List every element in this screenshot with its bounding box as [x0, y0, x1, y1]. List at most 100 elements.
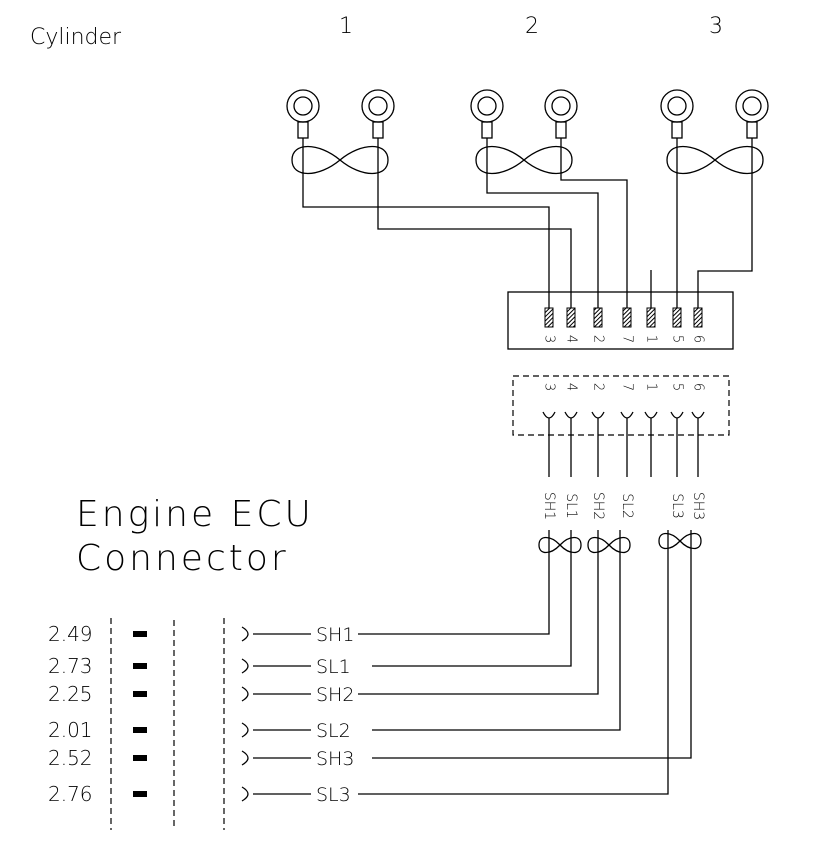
ecu-wire	[358, 560, 599, 695]
twisted-pair-icon	[587, 536, 631, 554]
mating-pin-number: 3	[542, 383, 557, 391]
ecu-pin-row: 2.73 SL1	[48, 560, 572, 678]
harness-signal-label: SH1	[541, 492, 557, 520]
ecu-socket-icon	[241, 786, 249, 802]
sensor-outer-ring-icon	[470, 89, 504, 123]
socket-icon	[591, 411, 605, 419]
ecu-terminal-icon	[133, 755, 147, 761]
mating-pin-number: 4	[564, 383, 579, 391]
connector-pin-number: 4	[564, 335, 579, 343]
twisted-pair-icon	[538, 536, 582, 554]
twisted-pair-icon	[291, 146, 389, 174]
ecu-terminal-icon	[133, 631, 147, 637]
ecu-wire	[358, 560, 669, 795]
cylinder-number-3: 3	[709, 14, 723, 39]
mating-pin-number: 5	[670, 383, 685, 391]
knock-sensor-1	[286, 89, 320, 139]
sensor-terminal-icon	[746, 121, 758, 139]
socket-icon	[542, 411, 556, 419]
ecu-socket-icon	[241, 626, 249, 642]
sensor-group	[286, 89, 769, 174]
wire	[560, 138, 628, 308]
sensor-terminal-icon	[372, 121, 384, 139]
ecu-terminal-icon	[133, 663, 147, 669]
ecu-terminal-icon	[133, 727, 147, 733]
ecu-pin-number: 2.76	[48, 782, 93, 806]
ecu-socket-icon	[241, 658, 249, 674]
socket-icon	[620, 411, 634, 419]
sensor-terminal-icon	[671, 121, 683, 139]
connector-pin	[672, 307, 682, 328]
socket-icon	[564, 411, 578, 419]
ecu-socket-icon	[241, 686, 249, 702]
mating-pin-number: 6	[691, 383, 706, 391]
ecu-pin-row: 2.49 SH1	[48, 560, 550, 646]
harness-signal-label: SH3	[690, 492, 706, 520]
harness-signal-label: SL1	[563, 493, 579, 519]
mating-pin-number: 2	[591, 383, 606, 391]
connector-pin	[593, 307, 603, 328]
harness-signal-label: SH2	[590, 492, 606, 520]
sensor-outer-ring-icon	[660, 89, 694, 123]
knock-sensor-4	[544, 89, 578, 139]
knock-sensor-3	[470, 89, 504, 139]
sensor-inner-ring-icon	[477, 96, 497, 116]
twisted-pair-icon	[475, 146, 573, 174]
wire-group	[302, 138, 753, 308]
connector-pin-number: 6	[691, 335, 706, 343]
mating-pin-number: 7	[620, 383, 635, 391]
connector-pin-number: 2	[591, 335, 606, 343]
ecu-title-line2: Connector	[76, 538, 289, 579]
ecu-socket-icon	[241, 722, 249, 738]
ecu-pin-row: 2.76 SL3	[48, 560, 669, 806]
knock-sensor-6	[735, 89, 769, 139]
twisted-pair-icon	[658, 532, 702, 550]
harness-signal-label: SL3	[669, 493, 685, 519]
sensor-outer-ring-icon	[735, 89, 769, 123]
ecu-pin-number: 2.52	[48, 746, 93, 770]
connector-pin-number: 7	[620, 335, 635, 343]
ecu-signal-label: SH1	[316, 624, 354, 646]
ecu-pin-number: 2.73	[48, 654, 93, 678]
ecu-pin-number: 2.01	[48, 718, 93, 742]
ecu-title-line1: Engine ECU	[76, 494, 314, 535]
knock-sensor-2	[361, 89, 395, 139]
wire	[377, 138, 572, 308]
wire	[302, 138, 550, 308]
harness-signal-label: SL2	[619, 493, 635, 519]
connector-pin	[693, 307, 703, 328]
ecu-pin-number: 2.25	[48, 682, 93, 706]
ecu-wire	[372, 560, 621, 731]
sensor-outer-ring-icon	[361, 89, 395, 123]
mating-connector	[512, 375, 730, 436]
sensor-inner-ring-icon	[742, 96, 762, 116]
connector-pin	[646, 307, 656, 328]
wire	[697, 138, 753, 308]
socket-icon	[644, 411, 658, 419]
connector-pin-number: 3	[542, 335, 557, 343]
socket-icon	[670, 411, 684, 419]
knock-sensor-5	[660, 89, 694, 139]
ecu-signal-label: SL1	[316, 656, 351, 678]
sensor-inner-ring-icon	[293, 96, 313, 116]
connector-pin	[544, 307, 554, 328]
sensor-harness-connector	[507, 291, 734, 350]
connector-pin	[622, 307, 632, 328]
sensor-outer-ring-icon	[286, 89, 320, 123]
ecu-terminal-icon	[133, 691, 147, 697]
ecu-pin-row: 2.01 SL2	[48, 560, 621, 742]
ecu-socket-icon	[241, 750, 249, 766]
ecu-wire	[372, 560, 572, 667]
connector-pin-number: 5	[670, 335, 685, 343]
socket-icon	[691, 411, 705, 419]
ecu-pin-number: 2.49	[48, 622, 93, 646]
ecu-signal-label: SL3	[316, 784, 351, 806]
cylinder-label: Cylinder	[30, 25, 122, 50]
ecu-signal-label: SL2	[316, 720, 351, 742]
connector-pin	[566, 307, 576, 328]
cylinder-number-1: 1	[339, 14, 353, 39]
